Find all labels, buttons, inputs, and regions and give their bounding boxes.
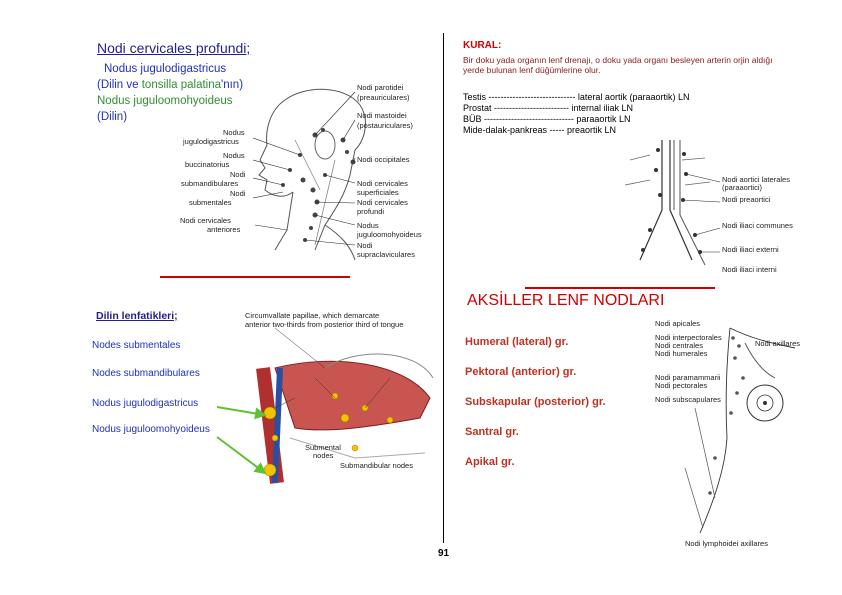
label-iliaci-interni: Nodi iliaci interni bbox=[722, 265, 777, 274]
label-jugulodigastricus: Nodus bbox=[223, 128, 245, 137]
text-tonsilla: tonsilla palatina bbox=[141, 79, 222, 91]
label-apicales: Nodi apicales bbox=[655, 319, 700, 328]
label-subscapulares: Nodi subscapulares bbox=[655, 395, 721, 404]
label-parotidei: Nodi parotidei bbox=[357, 83, 404, 92]
label-submentales-2: submentales bbox=[189, 198, 232, 207]
dil-item-submentales: Nodes submentales bbox=[92, 340, 181, 351]
label-buccinatorius: Nodus bbox=[223, 151, 245, 160]
dil-title: Dilin lenfatikleri; bbox=[96, 310, 178, 322]
green-arrows bbox=[216, 406, 267, 475]
aksiller-title: AKSİLLER LENF NODLARI bbox=[467, 292, 665, 309]
divider-red-left bbox=[160, 276, 350, 278]
label-iliaci-externi: Nodi iliaci externi bbox=[722, 245, 779, 254]
kural-list: Testis ----------------------------- lat… bbox=[463, 92, 689, 136]
label-submental-2: nodes bbox=[313, 451, 334, 460]
text-part: (Dilin ve bbox=[97, 79, 142, 91]
arrow-juguloomohyoideus bbox=[216, 436, 267, 475]
kural-text: Bir doku yada organın lenf drenajı, o do… bbox=[463, 55, 773, 75]
label-supraclaviculares: Nodi bbox=[357, 241, 373, 250]
label-axillary-caption: Nodi lymphoidei axillares bbox=[685, 539, 768, 548]
label-cerv-prof: Nodi cervicales bbox=[357, 198, 408, 207]
label-aortici-laterales: Nodi aortici laterales bbox=[722, 175, 790, 184]
label-submandibular: Submandibular nodes bbox=[340, 461, 413, 470]
kural-title: KURAL: bbox=[463, 40, 502, 51]
axillary-lymph-nodes-figure: Nodi apicales Nodi interpectorales Nodi … bbox=[655, 319, 800, 548]
label-caption-tongue-2: anterior two-thirds from posterior third… bbox=[245, 320, 403, 329]
label-pectorales: Nodi pectorales bbox=[655, 381, 707, 390]
label-cerv-superf: Nodi cervicales bbox=[357, 179, 408, 188]
label-submental: Submental bbox=[305, 443, 341, 452]
label-cerv-superf-2: superficiales bbox=[357, 188, 399, 197]
section-title-cervicales: Nodi cervicales profundi; bbox=[97, 40, 251, 56]
text-juguloomohyoideus: Nodus juguloomohyoideus bbox=[97, 95, 233, 107]
tongue-lymphatics-figure: Circumvallate papillae, which demarcate … bbox=[245, 311, 434, 484]
label-caption-tongue: Circumvallate papillae, which demarcate bbox=[245, 311, 379, 320]
divider-red-right bbox=[525, 287, 715, 289]
kural-item: Mide-dalak-pankreas ----- preaortik LN bbox=[463, 125, 617, 135]
label-preaortici: Nodi preaortici bbox=[722, 195, 771, 204]
label-axillares: Nodi axillares bbox=[755, 339, 800, 348]
label-juguloomohyoideus: Nodus bbox=[357, 221, 379, 230]
label-cervicales-ant: Nodi cervicales bbox=[180, 216, 231, 225]
aks-item-apikal: Apikal gr. bbox=[465, 456, 515, 468]
text-part: 'nın) bbox=[221, 79, 244, 91]
label-supraclaviculares-2: supraclaviculares bbox=[357, 250, 415, 259]
label-aortici-laterales-2: (paraaortici) bbox=[722, 183, 763, 192]
label-submandibulares: Nodi bbox=[230, 170, 246, 179]
label-submandibulares-2: submandibulares bbox=[181, 179, 238, 188]
aks-item-subskapular: Subskapular (posterior) gr. bbox=[465, 396, 606, 408]
page-number: 91 bbox=[438, 548, 450, 559]
label-mastoidei: Nodi mastoidei bbox=[357, 111, 407, 120]
label-juguloomohyoideus-2: juguloomohyoideus bbox=[356, 230, 422, 239]
text-dilin-ve-tonsilla: (Dilin ve tonsilla palatina'nın) bbox=[97, 78, 243, 92]
label-submentales: Nodi bbox=[230, 189, 246, 198]
kural-item: Testis ----------------------------- lat… bbox=[463, 92, 690, 102]
aks-item-santral: Santral gr. bbox=[465, 426, 519, 438]
kural-item: BÜB ------------------------------ paraa… bbox=[463, 114, 631, 124]
center-vertical-divider bbox=[443, 33, 444, 543]
arrow-jugulodigastricus bbox=[216, 406, 267, 420]
kural-item: Prostat ------------------------- intern… bbox=[463, 103, 633, 113]
dil-item-juguloomohyoideus: Nodus juguloomohyoideus bbox=[92, 424, 210, 435]
label-paramammarii: Nodi paramammarii bbox=[655, 373, 721, 382]
dil-item-submandibulares: Nodes submandibulares bbox=[92, 368, 200, 379]
label-occipitales: Nodi occipitales bbox=[357, 155, 410, 164]
aks-item-humeral: Humeral (lateral) gr. bbox=[465, 336, 569, 348]
text-jugulodigastricus: Nodus jugulodigastricus bbox=[104, 63, 227, 75]
label-humerales: Nodi humerales bbox=[655, 349, 708, 358]
label-interpectorales: Nodi interpectorales bbox=[655, 333, 722, 342]
label-cerv-prof-2: profundi bbox=[357, 207, 384, 216]
label-centrales: Nodi centrales bbox=[655, 341, 703, 350]
aortic-lymph-nodes-figure: Nodi aortici laterales (paraaortici) Nod… bbox=[624, 140, 793, 274]
neck-lymph-nodes-figure: Nodi parotidei (preauriculares) Nodi mas… bbox=[180, 83, 422, 261]
dil-item-jugulodigastricus: Nodus jugulodigastricus bbox=[92, 398, 199, 409]
label-iliaci-communes: Nodi iliaci communes bbox=[722, 221, 793, 230]
label-mastoidei-2: (postauriculares) bbox=[357, 121, 413, 130]
label-cervicales-ant-2: anteriores bbox=[207, 225, 241, 234]
label-jugulodigastricus-2: jugulodigastricus bbox=[182, 137, 239, 146]
aks-item-pektoral: Pektoral (anterior) gr. bbox=[465, 366, 577, 378]
label-buccinatorius-2: buccinatorius bbox=[185, 160, 229, 169]
label-parotidei-2: (preauriculares) bbox=[357, 93, 410, 102]
text-dilin: (Dilin) bbox=[97, 111, 128, 123]
